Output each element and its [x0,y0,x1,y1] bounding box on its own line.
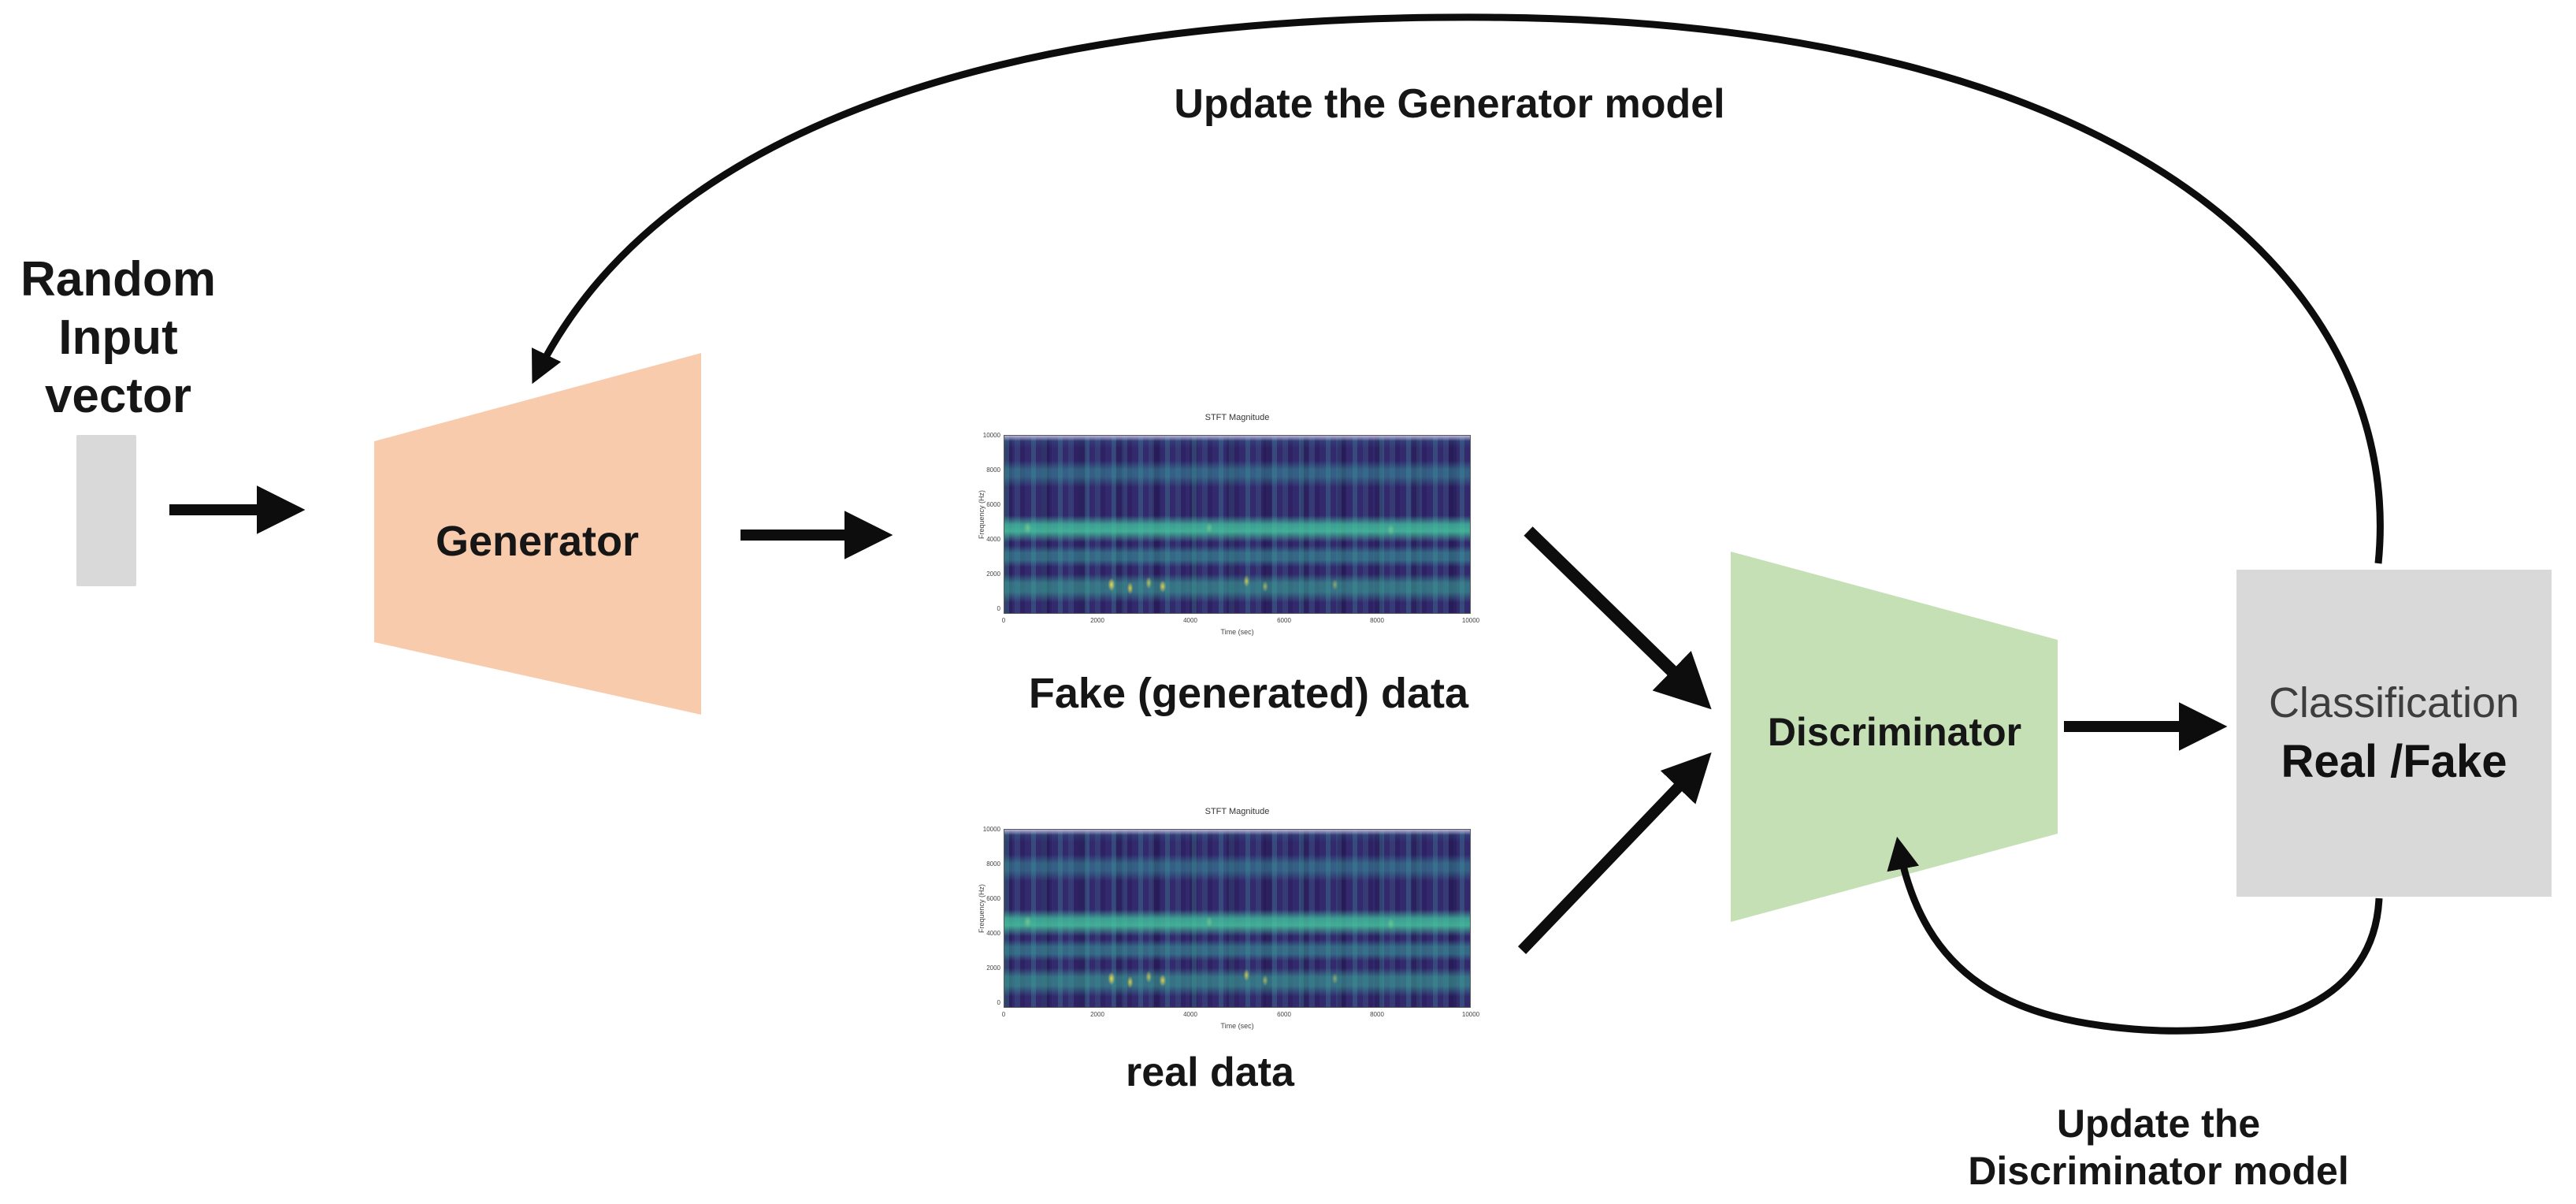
spectrogram-xlabel: Time (sec) [1220,628,1254,636]
real-data-label: real data [1126,1050,1294,1095]
y-tick: 0 [997,999,1000,1006]
x-tick: 0 [1001,1011,1006,1018]
y-tick: 10000 [982,826,1000,833]
curve-update-generator [532,13,2384,564]
x-tick: 8000 [1370,1011,1384,1018]
x-tick: 2000 [1090,617,1104,624]
y-tick: 0 [997,605,1000,612]
spectrogram-real-figure: STFT Magnitude Frequency (Hz) 10000 8000… [969,802,1489,1039]
x-tick: 6000 [1277,617,1291,624]
random-input-vector-label: Random Input vector [20,252,216,423]
classification-box: Classification Real /Fake [2236,570,2552,897]
x-tick: 8000 [1370,617,1384,624]
y-tick: 8000 [986,466,1000,474]
fake-data-label: Fake (generated) data [1028,670,1469,717]
y-tick: 6000 [986,895,1000,902]
y-tick: 2000 [986,964,1000,972]
discriminator-shape [1731,552,2058,922]
spectrogram-title: STFT Magnitude [1204,807,1270,816]
discriminator-label: Discriminator [1767,710,2022,754]
classification-label: Classification [2268,679,2520,726]
y-tick: 8000 [986,860,1000,868]
arrow-real-to-discriminator [1517,752,1712,954]
arrow-fake-to-discriminator [1524,526,1712,710]
classification-real-fake-label: Real /Fake [2281,736,2507,787]
x-tick: 10000 [1461,1011,1480,1018]
spectrogram-fake-figure: STFT Magnitude Frequency (Hz) 10000 8000… [969,408,1489,645]
y-tick: 6000 [986,501,1000,508]
y-tick: 4000 [986,536,1000,543]
generator-shape [374,353,701,715]
x-tick: 2000 [1090,1011,1104,1018]
spectrogram-real-plot [1004,829,1471,1008]
spectrogram-xlabel: Time (sec) [1220,1022,1254,1030]
spectrogram-fake-plot [1004,435,1471,614]
update-generator-caption: Update the Generator model [1174,81,1725,127]
y-tick: 2000 [986,570,1000,578]
random-input-vector-bar [76,435,136,586]
y-tick: 10000 [982,432,1000,439]
y-tick: 4000 [986,930,1000,937]
curve-update-discriminator [1887,836,2383,1035]
x-tick: 0 [1001,617,1006,624]
generator-label: Generator [435,518,640,565]
x-tick: 6000 [1277,1011,1291,1018]
x-tick: 10000 [1461,617,1480,624]
spectrogram-title: STFT Magnitude [1204,413,1270,422]
x-tick: 4000 [1183,1011,1197,1018]
update-discriminator-caption: Update the Discriminator model [1968,1102,2349,1193]
x-tick: 4000 [1183,617,1197,624]
